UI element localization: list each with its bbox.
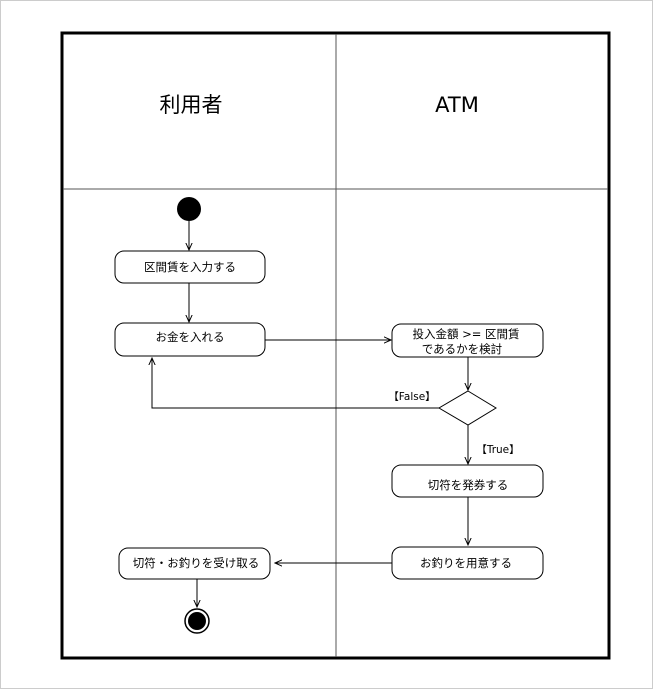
action-insert-money-label: お金を入れる (156, 330, 225, 344)
action-enter-fare-label: 区間賃を入力する (144, 260, 236, 274)
action-check-amount-label-line2: であるかを検討 (422, 342, 502, 356)
initial-node (177, 197, 201, 221)
edge-false-to-insert-money (152, 358, 439, 409)
action-prepare-change-label: お釣りを用意する (420, 556, 512, 570)
action-receive-ticket-change (118, 547, 271, 580)
guard-false-label: 【False】 (388, 391, 435, 403)
swimlane-frame (60, 31, 611, 660)
action-enter-fare (114, 250, 266, 284)
action-check-amount-label-line1: 投入金額 >= 区間賃 (412, 327, 519, 341)
lane-title-atm: ATM (435, 93, 479, 117)
action-issue-ticket-label: 切符を発券する (428, 478, 509, 492)
guard-true-label: 【True】 (476, 444, 519, 456)
final-node-inner (188, 612, 206, 630)
lane-title-user: 利用者 (160, 93, 223, 117)
action-receive-ticket-change-label: 切符・お釣りを受け取る (133, 556, 260, 570)
